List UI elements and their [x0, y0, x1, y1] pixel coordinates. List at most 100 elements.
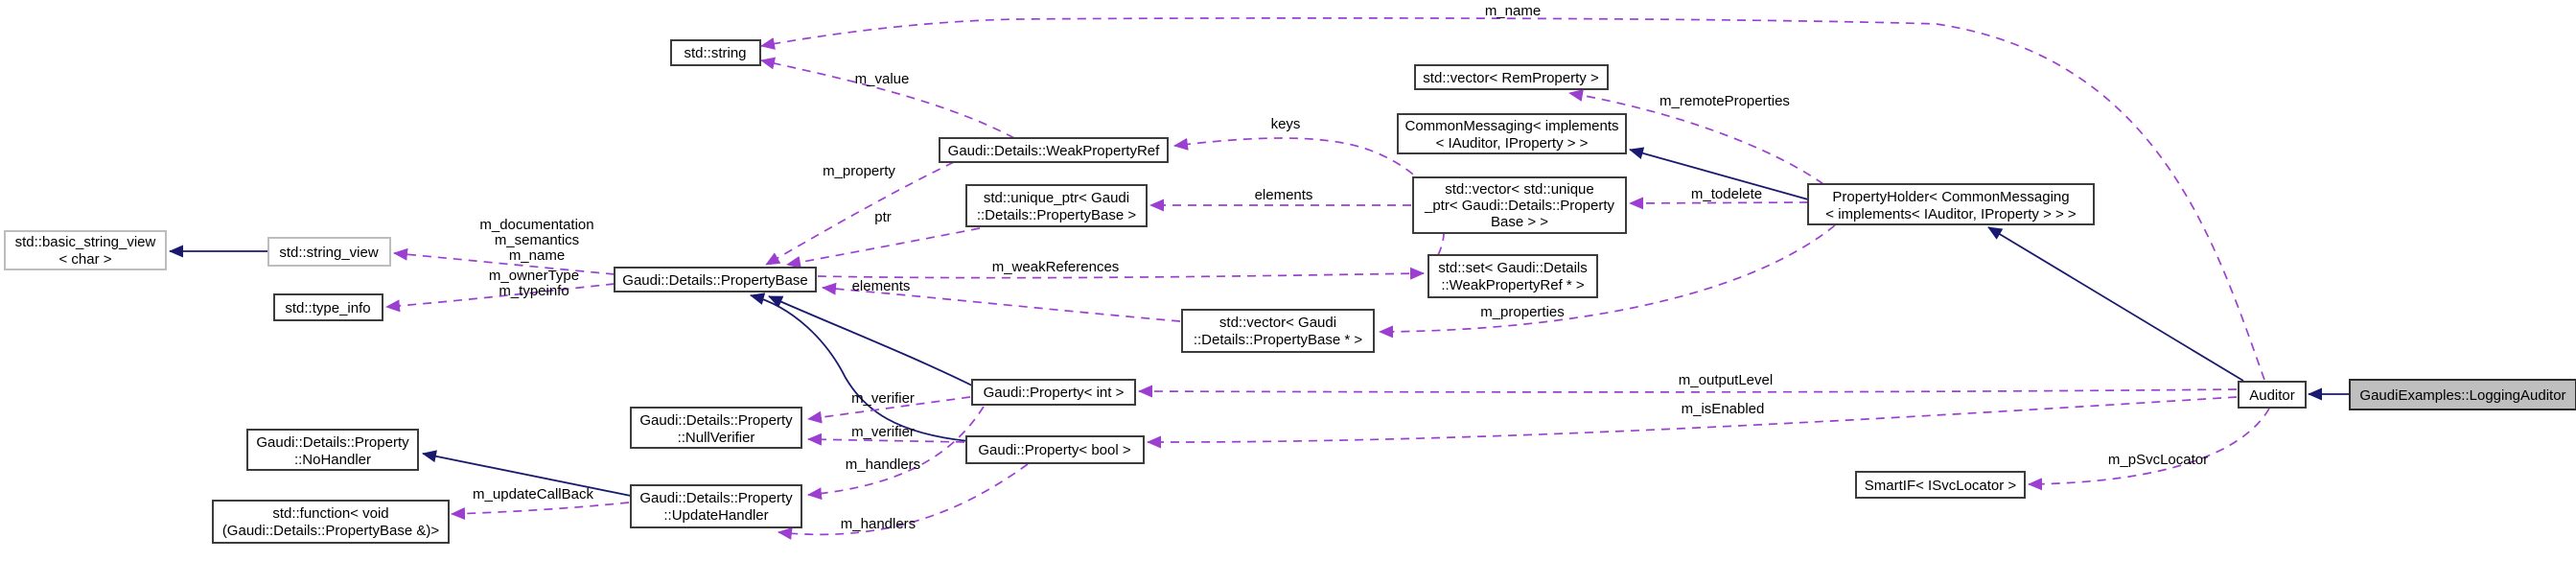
node-label: ::Details::PropertyBase * > — [1194, 332, 1363, 348]
node-std-vector-propertybase-ptr[interactable]: std::vector< Gaudi ::Details::PropertyBa… — [1181, 309, 1375, 353]
edge-usage-m-name-auditor-to-string — [760, 16, 2265, 381]
edge-label-m-verifier-int: m_verifier — [851, 390, 915, 407]
edge-label-m-properties: m_properties — [1480, 304, 1565, 320]
edge-label-m-verifier-bool: m_verifier — [851, 424, 915, 440]
node-label: std::type_info — [285, 300, 370, 316]
node-label: PropertyHolder< CommonMessaging — [1832, 189, 2069, 205]
node-std-string-view[interactable]: std::string_view — [267, 237, 391, 267]
edge-label-m-handlers-int: m_handlers — [846, 456, 920, 473]
node-gaudi-details-property-nohandler[interactable]: Gaudi::Details::Property ::NoHandler — [246, 429, 419, 471]
node-label: Gaudi::Details::Property — [639, 490, 793, 506]
node-label: Gaudi::Property< int > — [984, 385, 1125, 401]
node-box — [1412, 176, 1627, 234]
node-box — [246, 429, 419, 471]
node-box — [1414, 64, 1609, 90]
edge-usage-m-properties-propertyholder-to-vector — [1379, 224, 1836, 339]
node-label: ::NoHandler — [294, 452, 371, 468]
node-label: (Gaudi::Details::PropertyBase &)> — [222, 523, 440, 539]
edge-label-keys: keys — [1271, 116, 1301, 132]
node-std-vector-remproperty[interactable]: std::vector< RemProperty > — [1414, 64, 1609, 90]
edge-inherit-property-int-to-property-base — [768, 295, 975, 387]
node-label: < IAuditor, IProperty > > — [1436, 135, 1589, 152]
edge-label-m-updatecallback: m_updateCallBack — [473, 486, 593, 503]
node-label: Gaudi::Details::WeakPropertyRef — [948, 143, 1160, 159]
edge-label-m-ownertype: m_ownerType — [489, 268, 579, 284]
edge-label-m-isenabled: m_isEnabled — [1682, 401, 1765, 417]
node-gaudi-property-int[interactable]: Gaudi::Property< int > — [971, 379, 1136, 406]
node-label: ::NullVerifier — [678, 430, 755, 446]
node-label: std::set< Gaudi::Details — [1438, 260, 1588, 276]
node-label: std::unique_ptr< Gaudi — [984, 190, 1129, 206]
edge-usage-m-remoteproperties — [1568, 89, 1824, 185]
node-auditor[interactable]: Auditor — [2238, 381, 2307, 409]
node-std-set-weakpropertyref-ptr[interactable]: std::set< Gaudi::Details ::WeakPropertyR… — [1427, 254, 1598, 298]
node-label: CommonMessaging< implements — [1404, 118, 1618, 134]
node-label: < implements< IAuditor, IProperty > > > — [1825, 206, 2077, 222]
edge-usage-m-handlers-int — [807, 406, 985, 501]
node-label: ::WeakPropertyRef * > — [1441, 277, 1585, 293]
node-gaudi-property-bool[interactable]: Gaudi::Property< bool > — [965, 435, 1145, 464]
edge-usage-m-verifier-bool — [807, 432, 965, 446]
edge-usage-m-property-weakpropertyref-to-propertybase — [765, 161, 955, 266]
node-box — [1855, 471, 2026, 499]
edge-usage-m-todelete — [1629, 197, 1809, 210]
edge-usage-m-psvclocator-auditor-to-smartif — [2028, 408, 2270, 491]
node-std-basic-string-view[interactable]: std::basic_string_view < char > — [4, 230, 167, 270]
edge-label-elements-upper: elements — [1255, 187, 1313, 203]
node-label: Gaudi::Property< bool > — [978, 442, 1131, 458]
node-label: std::basic_string_view — [15, 234, 156, 250]
node-smartif-isvclocator[interactable]: SmartIF< ISvcLocator > — [1855, 471, 2026, 499]
edge-label-m-name-left: m_name — [509, 247, 565, 264]
edge-label-m-typeinfo: m_typeinfo — [499, 283, 569, 299]
node-label: < char > — [58, 251, 111, 268]
edge-usage-m-outputlevel-auditor-to-property-int — [1138, 385, 2238, 398]
node-std-function-void-propertybase[interactable]: std::function< void (Gaudi::Details::Pro… — [212, 500, 450, 544]
node-label: SmartIF< ISvcLocator > — [1865, 478, 2017, 494]
node-label: ::Details::PropertyBase > — [977, 207, 1137, 223]
edge-label-ptr: ptr — [874, 209, 892, 225]
node-gaudi-details-propertybase[interactable]: Gaudi::Details::PropertyBase — [614, 267, 817, 292]
edge-inherit-update-handler-to-no-handler — [422, 450, 632, 497]
edge-label-m-handlers-bool: m_handlers — [841, 516, 916, 532]
node-propertyholder[interactable]: PropertyHolder< CommonMessaging < implem… — [1807, 183, 2095, 225]
edge-usage-m-weakreferences-propertybase-to-set — [817, 267, 1425, 280]
node-std-vector-unique-ptr-propertybase[interactable]: std::vector< std::unique _ptr< Gaudi::De… — [1412, 176, 1627, 234]
edge-usage-m-verifier-int — [807, 396, 971, 424]
node-label: _ptr< Gaudi::Details::Property — [1424, 198, 1615, 214]
node-box — [1397, 113, 1627, 154]
node-label: ::UpdateHandler — [663, 507, 768, 524]
node-gaudi-details-property-nullverifier[interactable]: Gaudi::Details::Property ::NullVerifier — [630, 407, 802, 449]
node-gaudiexamples-loggingauditor[interactable]: GaudiExamples::LoggingAuditor — [2349, 379, 2576, 410]
edge-usage-m-documentation-propertybase-to-string-view — [393, 247, 615, 275]
edge-label-elements-lower: elements — [852, 278, 911, 294]
node-gaudi-details-weakpropertyref[interactable]: Gaudi::Details::WeakPropertyRef — [939, 137, 1169, 163]
node-box — [273, 293, 383, 321]
node-box — [1807, 183, 2095, 225]
node-commonmessaging[interactable]: CommonMessaging< implements < IAuditor, … — [1397, 113, 1627, 154]
node-gaudi-details-property-updatehandler[interactable]: Gaudi::Details::Property ::UpdateHandler — [630, 484, 802, 528]
edge-usage-m-handlers-bool — [777, 463, 1029, 540]
edge-label-m-semantics: m_semantics — [495, 232, 579, 248]
node-label: std::function< void — [272, 505, 388, 522]
node-box — [630, 484, 802, 528]
node-std-string[interactable]: std::string — [670, 39, 761, 66]
node-box — [2349, 379, 2576, 410]
node-box — [965, 184, 1148, 227]
edge-inherit-auditor-to-property-holder — [1987, 226, 2244, 382]
edge-label-m-remoteproperties: m_remoteProperties — [1659, 93, 1790, 109]
node-box — [267, 237, 391, 267]
node-std-unique-ptr-propertybase[interactable]: std::unique_ptr< Gaudi ::Details::Proper… — [965, 184, 1148, 227]
node-label: Gaudi::Details::Property — [639, 412, 793, 429]
edge-label-m-documentation: m_documentation — [479, 217, 593, 233]
edge-inherit-property-bool-to-property-base — [750, 292, 969, 442]
node-label: Gaudi::Details::Property — [256, 434, 409, 451]
edge-usage-m-isenabled-auditor-to-property-bool — [1147, 396, 2238, 449]
node-label: std::vector< Gaudi — [1219, 315, 1336, 331]
node-box — [4, 230, 167, 270]
node-std-type-info[interactable]: std::type_info — [273, 293, 383, 321]
edge-usage-keys-set-to-weakpropertyref — [1173, 137, 1445, 256]
edge-inherit-property-holder-to-common-messaging — [1629, 147, 1809, 200]
node-label: GaudiExamples::LoggingAuditor — [2359, 387, 2565, 404]
